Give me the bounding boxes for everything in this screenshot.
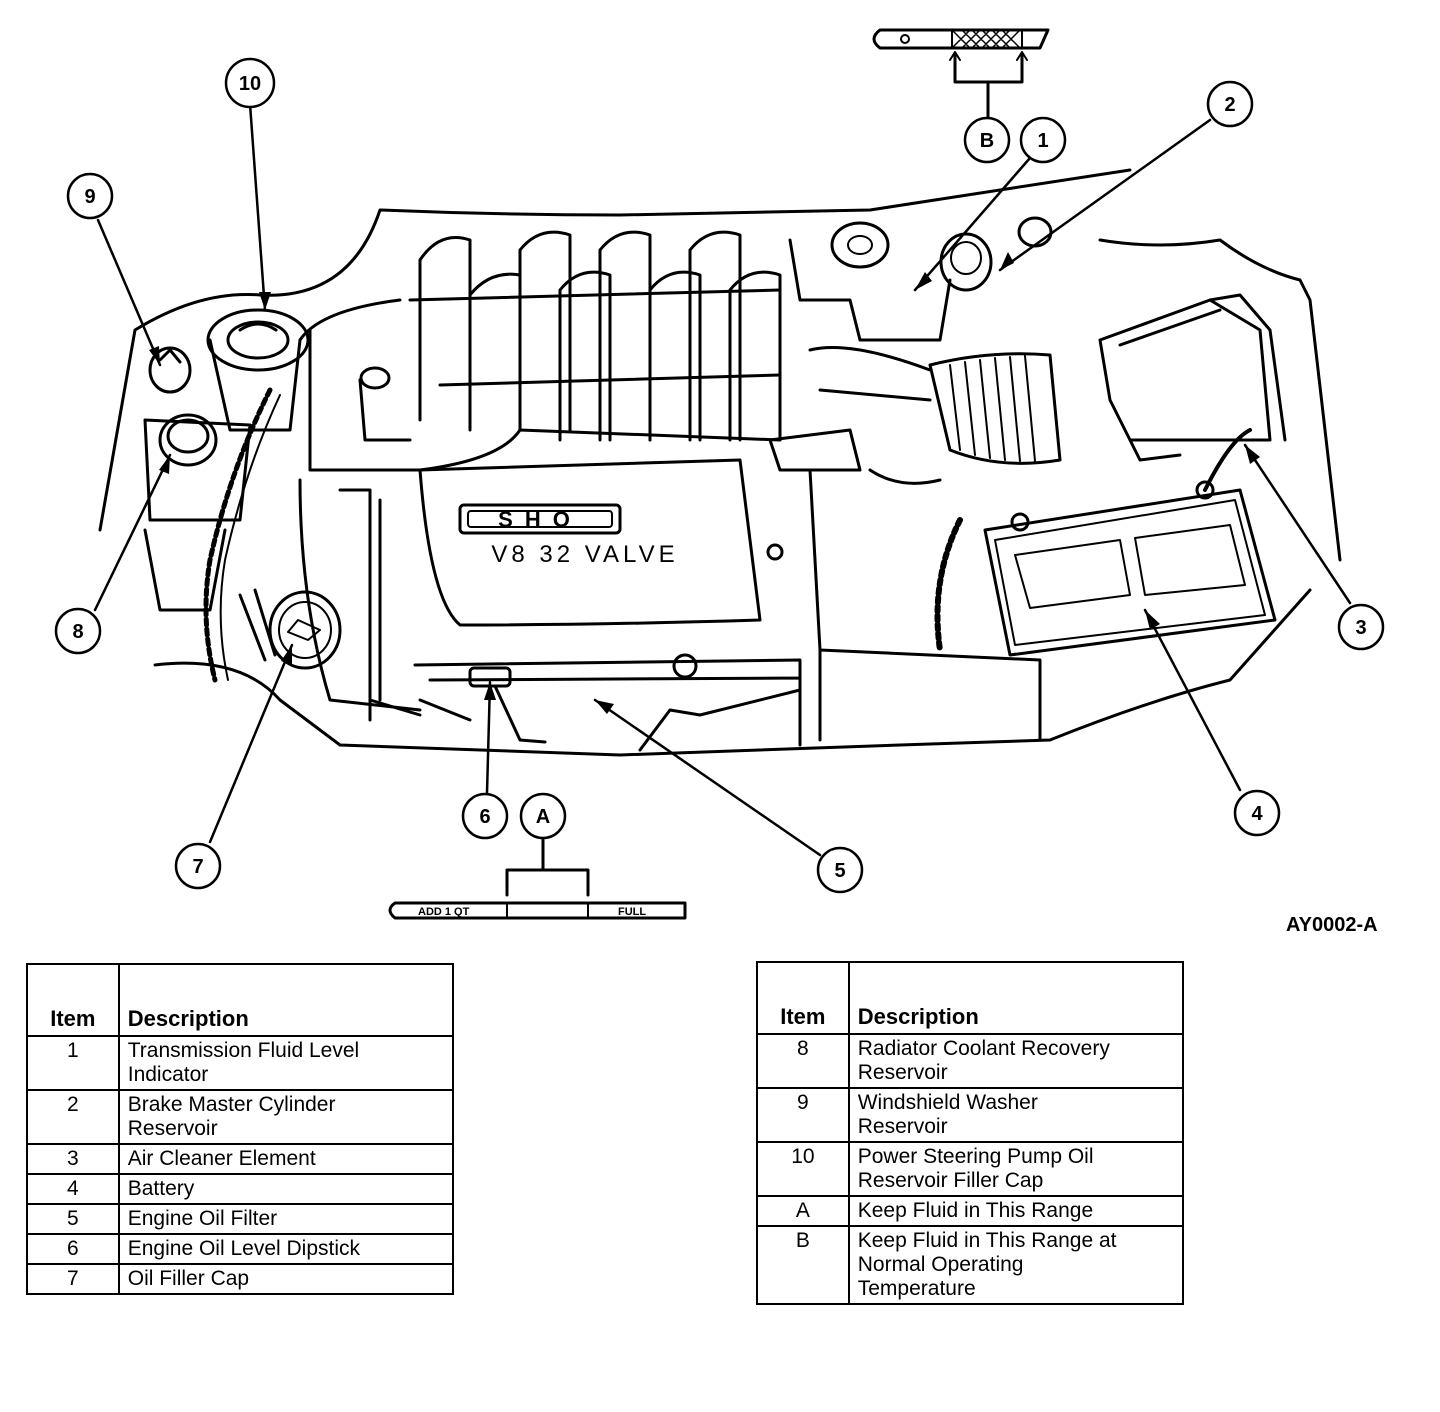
legend-item-description: Keep Fluid in This Range	[847, 1195, 1185, 1227]
power-steering-reservoir	[206, 308, 310, 432]
dipstick-add-mark: ADD 1 QT	[418, 906, 470, 918]
legend-item-description: Battery	[117, 1173, 455, 1205]
leader-lines	[93, 102, 1352, 857]
engine-cover	[338, 458, 784, 722]
callout-labels: 1 2 3 4 5 6 7 8 9 10 A B	[72, 73, 1366, 882]
radiator-area	[808, 468, 1042, 742]
callout-1: 1	[1037, 130, 1048, 152]
legend-item-id: A	[756, 1195, 850, 1227]
oil-dipstick-detail	[388, 838, 687, 920]
legend-item-id: 9	[756, 1087, 850, 1143]
legend-header-item: Item	[26, 963, 120, 1037]
legend-item-id: 1	[26, 1035, 120, 1091]
callout-9: 9	[84, 186, 95, 208]
callout-6: 6	[479, 806, 490, 828]
intake-manifold	[298, 230, 782, 472]
legend-item-description: Air Cleaner Element	[117, 1143, 455, 1175]
battery	[934, 428, 1277, 657]
legend-item-id: 10	[756, 1141, 850, 1197]
air-intake-tube	[768, 346, 1062, 472]
oil-filler-cap	[238, 588, 342, 670]
legend-item-id: 4	[26, 1173, 120, 1205]
transmission-dipstick-detail	[872, 28, 1050, 120]
legend-item-id: B	[756, 1225, 850, 1305]
legend-item-id: 2	[26, 1089, 120, 1145]
legend-item-id: 5	[26, 1203, 120, 1235]
callout-5: 5	[834, 860, 845, 882]
leader-arrowheads	[149, 252, 1260, 714]
callout-a: A	[536, 806, 550, 828]
legend-item-id: 7	[26, 1263, 120, 1295]
legend-header-description: Description	[847, 961, 1185, 1035]
callout-3: 3	[1355, 617, 1366, 639]
air-cleaner-housing	[1098, 293, 1287, 462]
engine-compartment-diagram: SHO V8 32 VALVE	[54, 28, 1385, 920]
callout-2: 2	[1224, 94, 1235, 116]
callout-b: B	[980, 130, 994, 152]
legend-header-description: Description	[117, 963, 455, 1037]
figure-id: AY0002-A	[1286, 914, 1378, 936]
brake-master-cylinder	[788, 216, 1053, 342]
callout-7: 7	[192, 856, 203, 878]
legend-item-description: Engine Oil Filter	[117, 1203, 455, 1235]
callout-4: 4	[1251, 803, 1263, 825]
oil-pan	[413, 653, 802, 747]
callout-circles	[54, 57, 1385, 894]
coolant-recovery-reservoir	[143, 413, 252, 612]
legend-item-description: Engine Oil Level Dipstick	[117, 1233, 455, 1265]
engine-cover-text: V8 32 VALVE	[491, 541, 678, 568]
engine-cover-badge: SHO	[498, 507, 582, 532]
washer-reservoir	[148, 346, 192, 394]
dipstick-full-mark: FULL	[618, 906, 646, 918]
legend-header-item: Item	[756, 961, 850, 1035]
legend-item-id: 3	[26, 1143, 120, 1175]
legend-item-id: 8	[756, 1033, 850, 1089]
callout-8: 8	[72, 621, 83, 643]
legend-item-description: Oil Filler Cap	[117, 1263, 455, 1295]
legend-item-id: 6	[26, 1233, 120, 1265]
vehicle-body-outline	[98, 168, 1342, 757]
callout-10: 10	[239, 73, 261, 95]
